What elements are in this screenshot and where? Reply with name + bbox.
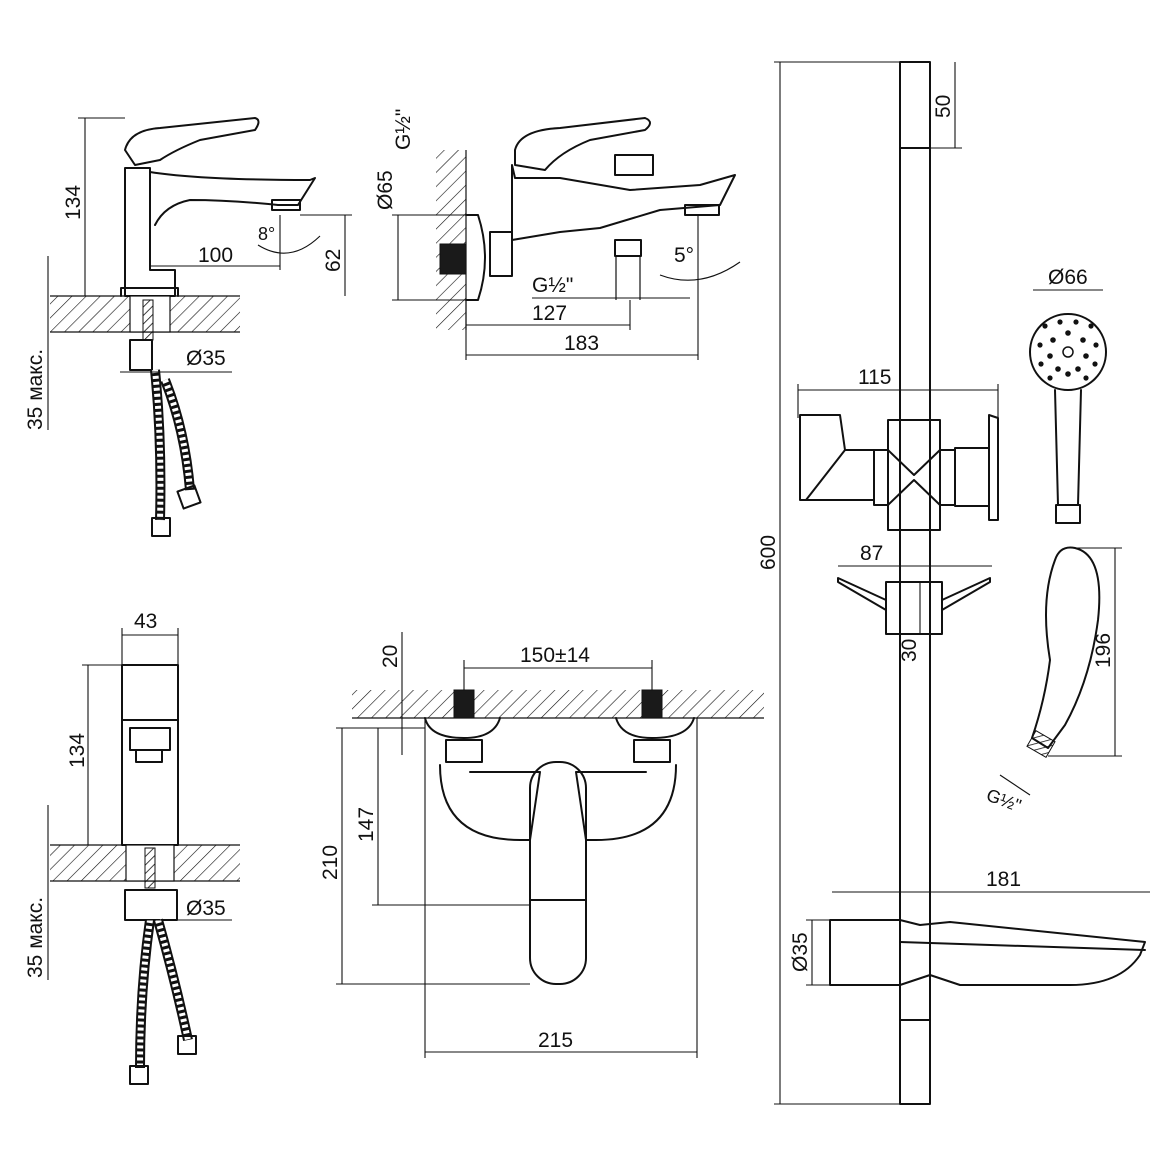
basin-mixer-handle xyxy=(124,117,260,166)
mixer-centers-label: 150±14 xyxy=(520,644,590,667)
shower-nozzles xyxy=(1037,319,1099,381)
bath-depth-183-label: 183 xyxy=(564,332,599,355)
wall-hatch xyxy=(436,150,466,330)
front-mixer-body xyxy=(121,664,179,846)
basin-thickness-label: 35 макс. xyxy=(24,349,47,430)
bath-mixer-body xyxy=(511,164,736,241)
hand-shower-side xyxy=(1031,546,1101,749)
holder-width-label: 115 xyxy=(858,366,891,389)
wall-mixer-front-view: 150±14 20 147 210 215 xyxy=(319,632,764,1058)
shower-rail-set: 600 50 115 87 30 Ø66 xyxy=(757,61,1150,1105)
mixer-height-210-label: 210 xyxy=(319,845,342,880)
soap-dish-width-label: 181 xyxy=(986,868,1021,891)
basin-mounting-nut xyxy=(129,339,153,371)
hand-shower-length-label: 196 xyxy=(1092,633,1115,668)
mixer-height-147-label: 147 xyxy=(355,807,378,842)
bath-escutcheon xyxy=(465,214,486,301)
shower-head-diameter-label: Ø66 xyxy=(1048,266,1088,289)
mixer-offset-label: 20 xyxy=(379,645,402,668)
basin-mixer-body xyxy=(124,167,176,297)
shower-head-face xyxy=(1029,313,1107,391)
bath-angle-label: 5° xyxy=(674,244,694,267)
bath-thread-outlet-label: G½" xyxy=(532,274,573,297)
basin-spout-reach-label: 100 xyxy=(198,244,233,267)
bath-thread-top-label: G½" xyxy=(392,109,415,150)
bath-escutcheon-label: Ø65 xyxy=(374,170,397,210)
mixer-handle-body xyxy=(529,761,587,985)
mixer-right-arm xyxy=(575,764,677,841)
shower-holder-cup xyxy=(799,414,875,501)
basin-mixer-spout xyxy=(149,171,316,226)
basin-spout-height-label: 62 xyxy=(322,249,345,272)
basin-height-label: 134 xyxy=(62,185,85,220)
rail-diameter-label: Ø35 xyxy=(789,932,812,972)
bracket-height-label: 30 xyxy=(898,639,921,662)
basin-mixer-front-view: 43 134 35 макс. Ø35 xyxy=(24,610,240,1085)
bath-mixer-side-view: G½" Ø65 G½" 5° 127 183 xyxy=(374,109,741,360)
front-height-label: 134 xyxy=(66,733,89,768)
basin-mixer-side-view: 134 100 8° 62 35 макс. Ø35 xyxy=(24,117,352,537)
bracket-width-label: 87 xyxy=(860,542,883,565)
front-thickness-label: 35 макс. xyxy=(24,897,47,978)
mixer-width-label: 215 xyxy=(538,1029,573,1052)
hand-shower-thread-label: G½" xyxy=(984,785,1024,816)
mixer-left-arm xyxy=(439,764,541,841)
basin-hole-label: Ø35 xyxy=(186,347,226,370)
front-hole-label: Ø35 xyxy=(186,897,226,920)
bath-depth-127-label: 127 xyxy=(532,302,567,325)
rail-length-label: 600 xyxy=(757,535,780,570)
holder-slider xyxy=(887,419,941,531)
rail-cap-label: 50 xyxy=(932,95,955,118)
mixer-wall-hatch xyxy=(352,690,764,718)
basin-angle-label: 8° xyxy=(258,224,275,244)
front-width-label: 43 xyxy=(134,610,157,633)
soap-dish xyxy=(829,919,1146,986)
wall-bracket xyxy=(885,581,943,635)
bath-mixer-handle xyxy=(514,117,651,171)
